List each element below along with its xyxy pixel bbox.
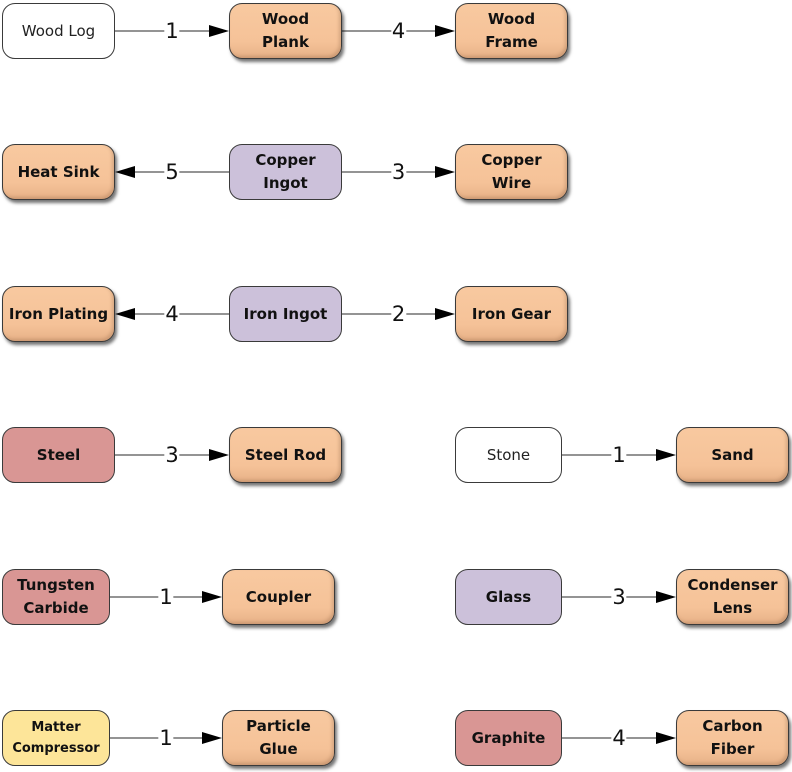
node-label-line: Sand bbox=[711, 445, 754, 464]
node-graphite: Graphite bbox=[455, 710, 562, 766]
node-coupler: Coupler bbox=[222, 569, 335, 625]
arrowhead-icon bbox=[209, 449, 229, 461]
node-label-line: Iron Gear bbox=[471, 304, 552, 323]
node-sand: Sand bbox=[676, 427, 789, 483]
node-iron-ingot: Iron Ingot bbox=[229, 286, 342, 342]
arrowhead-icon bbox=[435, 25, 455, 37]
edge-quantity-label: 2 bbox=[390, 302, 407, 326]
node-stone: Stone bbox=[455, 427, 562, 483]
edge-quantity-label: 1 bbox=[164, 19, 180, 43]
edge-quantity-label: 1 bbox=[158, 726, 174, 750]
node-label: Iron Plating bbox=[9, 303, 108, 326]
arrowhead-icon bbox=[115, 166, 135, 178]
node-label-line: Wood bbox=[487, 10, 536, 28]
node-label-line: Carbide bbox=[23, 599, 89, 617]
node-label-line: Wood bbox=[261, 10, 310, 28]
node-steel: Steel bbox=[2, 427, 115, 483]
edge-quantity-label: 4 bbox=[164, 302, 180, 326]
node-label-line: Tungsten bbox=[17, 576, 95, 594]
node-label-line: Wood Log bbox=[21, 21, 96, 40]
edge-quantity-label: 1 bbox=[158, 585, 174, 609]
node-label: Wood Log bbox=[22, 20, 95, 43]
arrowhead-icon bbox=[656, 449, 676, 461]
arrowhead-icon bbox=[435, 166, 455, 178]
node-label-line: Lens bbox=[712, 599, 753, 617]
edge-quantity-label: 1 bbox=[611, 443, 627, 467]
arrowhead-icon bbox=[435, 308, 455, 320]
node-steel-rod: Steel Rod bbox=[229, 427, 342, 483]
node-label-line: Coupler bbox=[245, 587, 312, 606]
node-wood-log: Wood Log bbox=[2, 3, 115, 59]
node-label-line: Compressor bbox=[12, 741, 100, 756]
node-label-line: Heat Sink bbox=[17, 162, 100, 181]
node-label-line: Stone bbox=[486, 445, 531, 464]
edge-quantity-label: 4 bbox=[611, 726, 627, 750]
arrowhead-icon bbox=[656, 591, 676, 603]
node-iron-gear: Iron Gear bbox=[455, 286, 568, 342]
node-label-line: Glue bbox=[259, 740, 298, 758]
node-label-line: Copper bbox=[255, 151, 316, 169]
node-label: Graphite bbox=[472, 727, 546, 750]
node-label: Stone bbox=[487, 444, 530, 467]
node-label-line: Wire bbox=[491, 174, 532, 192]
node-label-line: Matter bbox=[31, 720, 81, 735]
node-label-line: Steel bbox=[36, 445, 81, 464]
node-label-line: Iron Ingot bbox=[243, 304, 328, 323]
node-iron-plating: Iron Plating bbox=[2, 286, 115, 342]
arrowhead-icon bbox=[115, 308, 135, 320]
edge-quantity-label: 3 bbox=[164, 443, 180, 467]
node-label-line: Glass bbox=[485, 587, 532, 606]
node-label-line: Plank bbox=[262, 33, 309, 51]
node-heat-sink: Heat Sink bbox=[2, 144, 115, 200]
node-label-line: Iron Plating bbox=[8, 304, 109, 323]
node-label-line: Graphite bbox=[471, 728, 546, 747]
arrowhead-icon bbox=[202, 732, 222, 744]
node-label: Steel bbox=[37, 444, 80, 467]
node-glass: Glass bbox=[455, 569, 562, 625]
node-label-line: Fiber bbox=[710, 740, 755, 758]
arrowhead-icon bbox=[209, 25, 229, 37]
arrowhead-icon bbox=[656, 732, 676, 744]
node-label: Iron Ingot bbox=[244, 303, 328, 326]
node-label: Iron Gear bbox=[472, 303, 551, 326]
node-label-line: Particle bbox=[246, 717, 311, 735]
node-label-line: Condenser bbox=[687, 576, 778, 594]
edge-quantity-label: 4 bbox=[390, 19, 407, 43]
arrowhead-icon bbox=[202, 591, 222, 603]
node-label-line: Steel Rod bbox=[244, 445, 327, 464]
node-label-line: Ingot bbox=[263, 174, 308, 192]
node-label: Steel Rod bbox=[245, 444, 326, 467]
node-label: Heat Sink bbox=[18, 161, 100, 184]
edge-quantity-label: 5 bbox=[164, 160, 180, 184]
node-label: Glass bbox=[486, 586, 531, 609]
edge-quantity-label: 3 bbox=[390, 160, 407, 184]
node-label-line: Copper bbox=[481, 151, 542, 169]
node-label: Coupler bbox=[246, 586, 311, 609]
node-label: Sand bbox=[711, 444, 753, 467]
node-label-line: Frame bbox=[485, 33, 538, 51]
edge-quantity-label: 3 bbox=[611, 585, 627, 609]
node-label-line: Carbon bbox=[702, 717, 763, 735]
